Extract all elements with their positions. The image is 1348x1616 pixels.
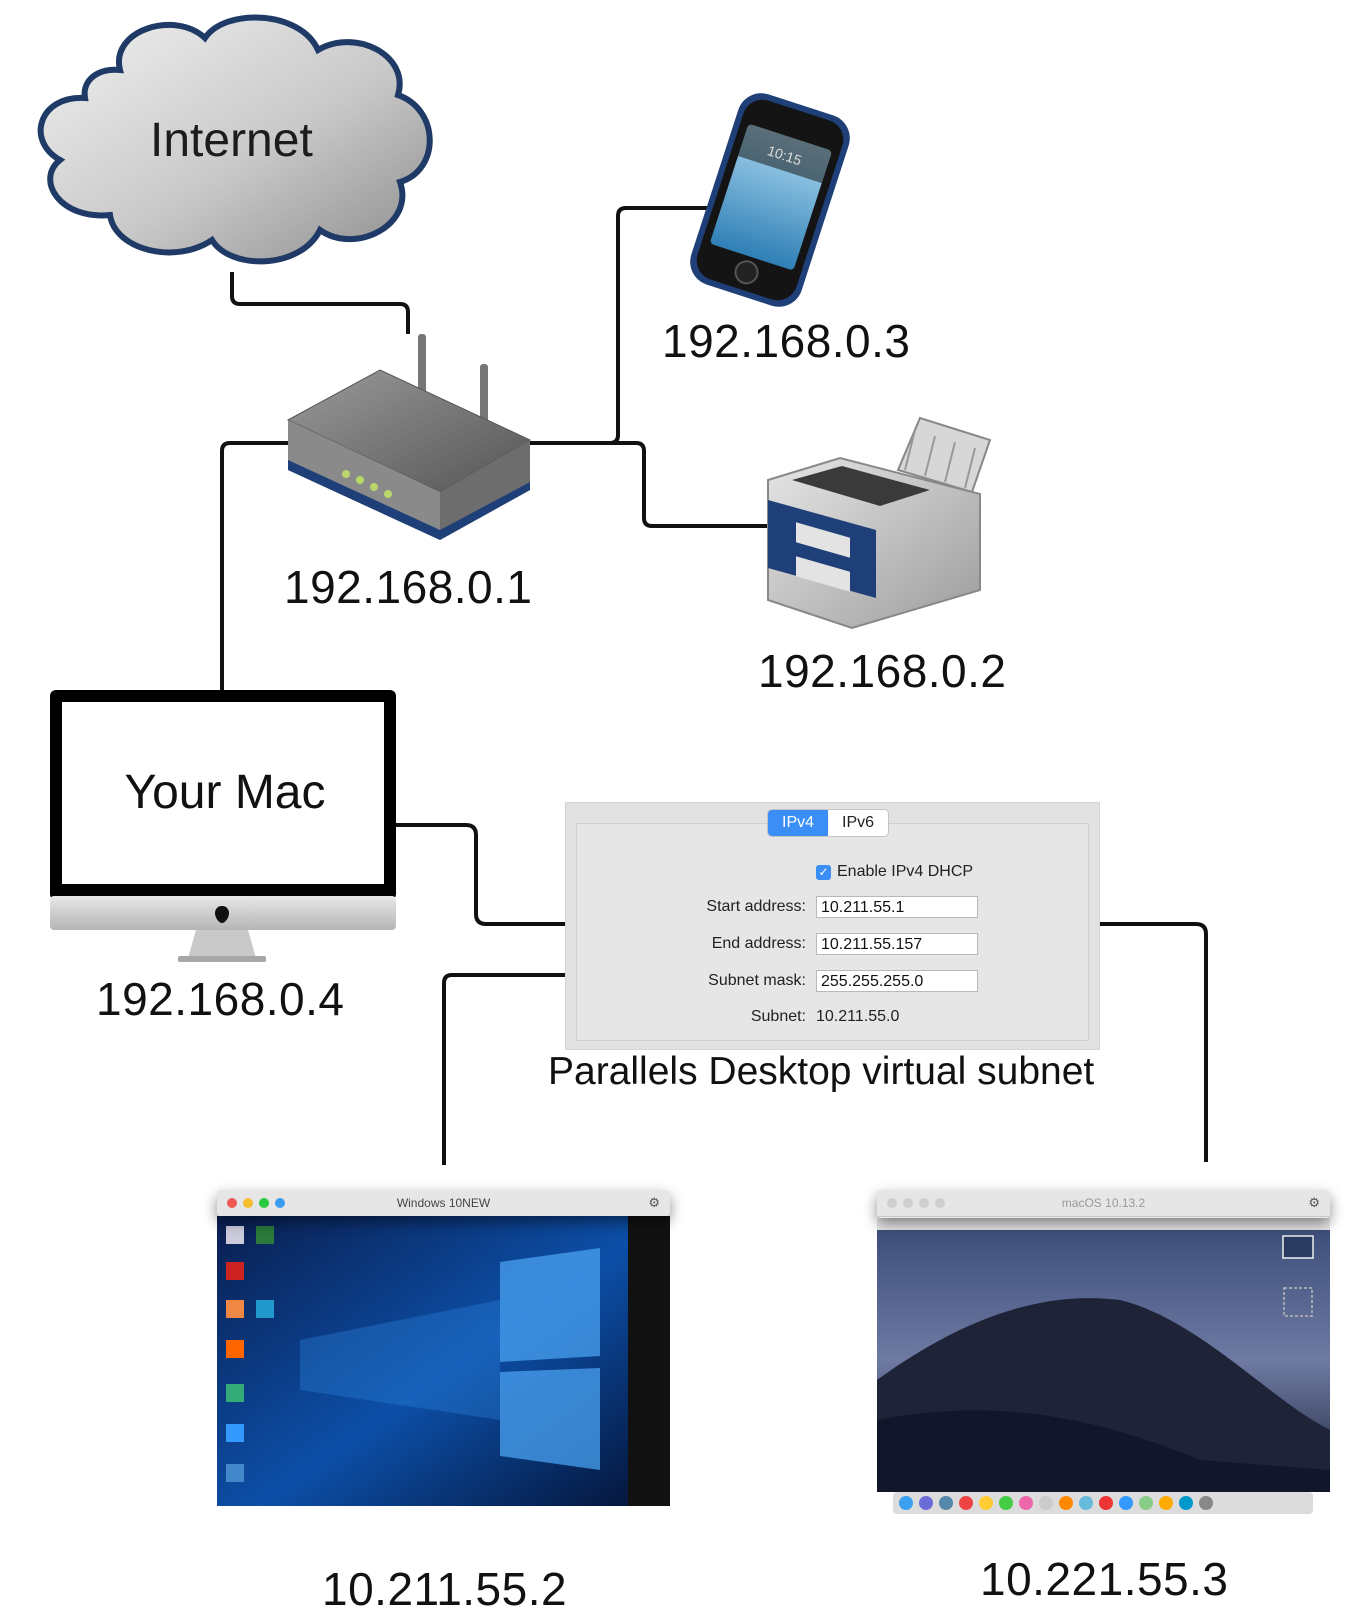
cloud-label: Internet xyxy=(150,114,313,167)
dhcp-checkbox[interactable]: ✓ Enable IPv4 DHCP xyxy=(816,863,973,881)
start-address-field[interactable]: 10.211.55.1 xyxy=(816,896,978,918)
phone-ip: 192.168.0.3 xyxy=(662,315,911,367)
subnet-label: Subnet: xyxy=(750,1008,806,1025)
windows-vm-title: Windows 10NEW xyxy=(396,1196,491,1210)
network-wires xyxy=(220,206,1208,1165)
subnet-value: 10.211.55.0 xyxy=(816,1008,900,1025)
wire-router-mac xyxy=(220,441,288,690)
macos-desktop xyxy=(877,1218,1330,1514)
cloud-icon xyxy=(37,14,433,265)
wire-internet-router xyxy=(230,272,410,334)
tab-ipv6[interactable]: IPv6 xyxy=(828,810,889,836)
checkmark-icon: ✓ xyxy=(816,864,831,880)
windows-desktop xyxy=(217,1216,670,1506)
router-icon xyxy=(286,334,532,540)
start-address-label: Start address: xyxy=(706,898,806,915)
dhcp-label: Enable IPv4 DHCP xyxy=(837,863,974,880)
windows-vm-ip: 10.211.55.2 xyxy=(322,1563,568,1615)
ip-version-tabs: IPv4 IPv6 xyxy=(767,809,890,837)
printer-ip: 192.168.0.2 xyxy=(758,645,1007,697)
subnet-settings-panel: IPv4 IPv6 ✓ Enable IPv4 DHCP Start addre… xyxy=(565,802,1100,1050)
phone-icon: 10:15 xyxy=(690,93,850,307)
router-ip: 192.168.0.1 xyxy=(284,561,533,613)
close-icon[interactable] xyxy=(887,1198,897,1208)
subnet-settings-inner xyxy=(576,823,1089,1041)
macos-vm-titlebar: macOS 10.13.2 ⚙ xyxy=(877,1190,1330,1217)
tab-ipv4[interactable]: IPv4 xyxy=(768,810,829,836)
close-icon[interactable] xyxy=(227,1198,237,1208)
macos-vm-ip: 10.221.55.3 xyxy=(980,1553,1229,1605)
wire-router-printer xyxy=(530,441,768,528)
zoom-icon[interactable] xyxy=(259,1198,269,1208)
wire-subnet-macos xyxy=(1100,922,1208,1162)
end-address-field[interactable]: 10.211.55.157 xyxy=(816,933,978,955)
mac-icon xyxy=(50,690,396,962)
minimize-icon[interactable] xyxy=(903,1198,913,1208)
mac-label: Your Mac xyxy=(124,766,326,819)
zoom-icon[interactable] xyxy=(919,1198,929,1208)
gear-icon[interactable]: ⚙ xyxy=(648,1195,660,1210)
subnet-mask-field[interactable]: 255.255.255.0 xyxy=(816,970,978,992)
windows-vm-titlebar: Windows 10NEW ⚙ xyxy=(217,1190,670,1216)
subnet-mask-label: Subnet mask: xyxy=(708,972,806,989)
gear-icon[interactable]: ⚙ xyxy=(1308,1195,1320,1210)
windows-vm-window[interactable]: Windows 10NEW ⚙ xyxy=(217,1190,670,1216)
wire-subnet-windows xyxy=(442,973,565,1165)
macos-vm-title: macOS 10.13.2 xyxy=(1061,1196,1146,1210)
minimize-icon[interactable] xyxy=(243,1198,253,1208)
wire-mac-subnet xyxy=(396,823,565,926)
macos-vm-window[interactable]: macOS 10.13.2 ⚙ xyxy=(877,1190,1330,1218)
subnet-caption: Parallels Desktop virtual subnet xyxy=(548,1050,1095,1093)
printer-icon xyxy=(767,416,992,630)
end-address-label: End address: xyxy=(711,935,806,952)
mac-ip: 192.168.0.4 xyxy=(96,973,345,1025)
window-controls xyxy=(887,1198,945,1208)
coherence-icon[interactable] xyxy=(275,1198,285,1208)
window-controls xyxy=(227,1198,285,1208)
coherence-icon[interactable] xyxy=(935,1198,945,1208)
